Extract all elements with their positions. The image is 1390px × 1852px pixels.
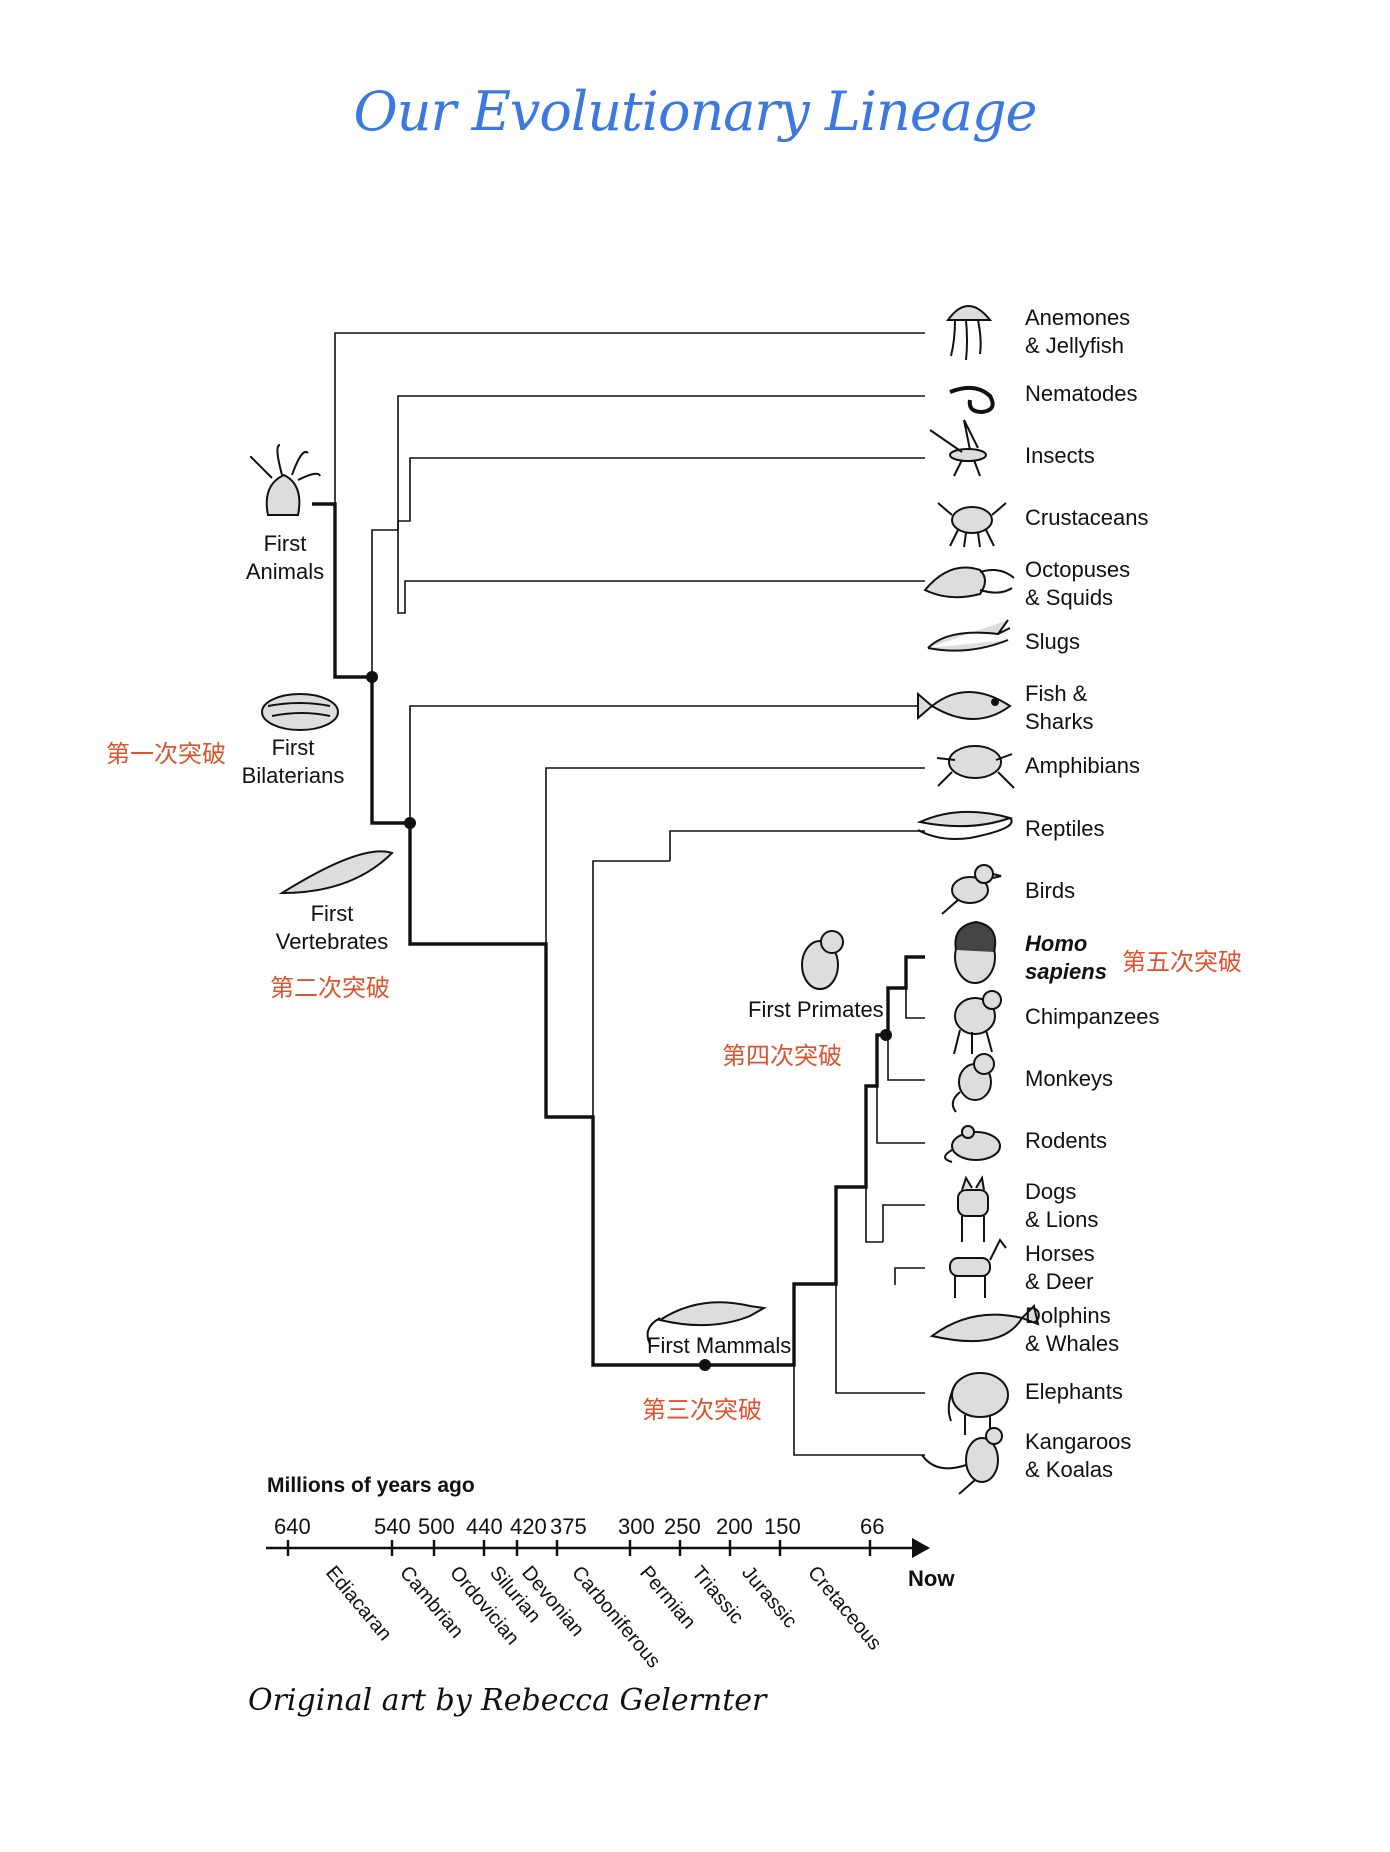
branch-ungulates [894, 1267, 925, 1285]
branch-arthropods [397, 457, 925, 530]
crab-icon [937, 502, 1007, 548]
tick-500: 500 [418, 1514, 455, 1539]
worm-icon [949, 385, 995, 415]
label-slugs: Slugs [1025, 629, 1081, 654]
branch-laurasiatheria [865, 1187, 883, 1243]
label-dolphins: Dolphins & Whales [1025, 1303, 1120, 1356]
kangaroo-icon [921, 1427, 1003, 1495]
frog-icon [936, 745, 1015, 789]
breakthrough-fifth: 第五次突破 [1122, 948, 1242, 976]
branch-rodents [876, 1086, 925, 1144]
label-anemones: Anemones & Jellyfish [1025, 305, 1131, 358]
rodent-icon [944, 1125, 1001, 1163]
branch-ecdysozoa [397, 395, 925, 530]
node-first-vertebrates [404, 817, 416, 829]
label-first-mammals: First Mammals [647, 1333, 792, 1358]
whale-icon [929, 1304, 1040, 1343]
label-first-primates: First Primates [748, 997, 884, 1022]
label-elephants: Elephants [1025, 1379, 1123, 1404]
first-primates-icon [801, 930, 844, 990]
first-vertebrates-icon [278, 850, 394, 895]
tick-66: 66 [860, 1514, 885, 1539]
tick-440: 440 [466, 1514, 503, 1539]
tick-200: 200 [716, 1514, 753, 1539]
label-reptiles: Reptiles [1025, 816, 1105, 841]
label-rodents: Rodents [1025, 1128, 1107, 1153]
tick-540: 540 [374, 1514, 411, 1539]
tick-375: 375 [550, 1514, 587, 1539]
label-nematodes: Nematodes [1025, 381, 1138, 406]
branch-sauropsids [592, 860, 670, 1365]
timeline-ticks [286, 1540, 872, 1556]
label-dogs: Dogs & Lions [1025, 1179, 1099, 1232]
branch-anemones [334, 332, 925, 638]
label-first-bilaterians: First Bilaterians [241, 735, 345, 788]
label-chimpanzees: Chimpanzees [1025, 1004, 1160, 1029]
fish-icon [917, 691, 1012, 721]
branch-protostomes [371, 529, 398, 677]
branch-monkeys [887, 1035, 925, 1081]
credit-line: Original art by Rebecca Gelernter [248, 1683, 767, 1718]
label-first-vertebrates: First Vertebrates [275, 901, 389, 954]
node-first-bilaterians [366, 671, 378, 683]
lizard-icon [916, 810, 1014, 840]
label-amphibians: Amphibians [1025, 753, 1140, 778]
node-first-mammals [699, 1359, 711, 1371]
first-mammals-icon [646, 1301, 768, 1345]
branch-dogs [882, 1204, 925, 1242]
branch-elephants [835, 1284, 925, 1394]
human-icon [954, 920, 997, 984]
label-homo-sapiens: Homo sapiens [1025, 931, 1107, 984]
tick-300: 300 [618, 1514, 655, 1539]
timeline-arrow [912, 1538, 930, 1558]
dog-icon [957, 1175, 989, 1242]
tick-now: Now [908, 1566, 955, 1591]
bird-icon [941, 864, 1002, 915]
label-crustaceans: Crustaceans [1025, 505, 1149, 530]
human-lineage [312, 502, 925, 1367]
branch-molluscs [397, 530, 925, 614]
jellyfish-icon [946, 305, 993, 361]
label-insects: Insects [1025, 443, 1095, 468]
tick-150: 150 [764, 1514, 801, 1539]
elephant-icon [947, 1372, 1009, 1435]
breakthrough-third: 第三次突破 [642, 1396, 762, 1424]
horse-icon [949, 1238, 1007, 1298]
tick-250: 250 [664, 1514, 701, 1539]
branch-chimps [905, 988, 925, 1019]
label-first-animals: First Animals [245, 531, 325, 584]
tick-420: 420 [510, 1514, 547, 1539]
monkey-icon [951, 1053, 995, 1113]
label-kangaroos: Kangaroos & Koalas [1025, 1429, 1132, 1482]
label-birds: Birds [1025, 878, 1076, 903]
label-horses: Horses & Deer [1025, 1241, 1095, 1294]
label-fish: Fish & Sharks [1025, 681, 1094, 734]
first-animals-icon [250, 444, 321, 516]
chimp-icon [953, 990, 1002, 1055]
insect-icon [929, 419, 987, 477]
first-bilaterians-icon [261, 693, 339, 731]
branch-fish [409, 705, 925, 823]
branch-reptiles [669, 830, 925, 861]
tick-640: 640 [274, 1514, 311, 1539]
slug-icon [927, 619, 1011, 652]
label-octopuses: Octopuses & Squids [1025, 557, 1131, 610]
diagram-title: Our Evolutionary Lineage [353, 80, 1037, 143]
label-monkeys: Monkeys [1025, 1066, 1114, 1091]
branch-kangaroos [793, 1365, 925, 1456]
breakthrough-first: 第一次突破 [106, 740, 226, 768]
node-first-primates [880, 1029, 892, 1041]
timeline-heading: Millions of years ago [267, 1474, 475, 1497]
squid-icon [923, 566, 1015, 599]
breakthrough-fourth: 第四次突破 [722, 1042, 842, 1070]
breakthrough-second: 第二次突破 [270, 974, 390, 1002]
